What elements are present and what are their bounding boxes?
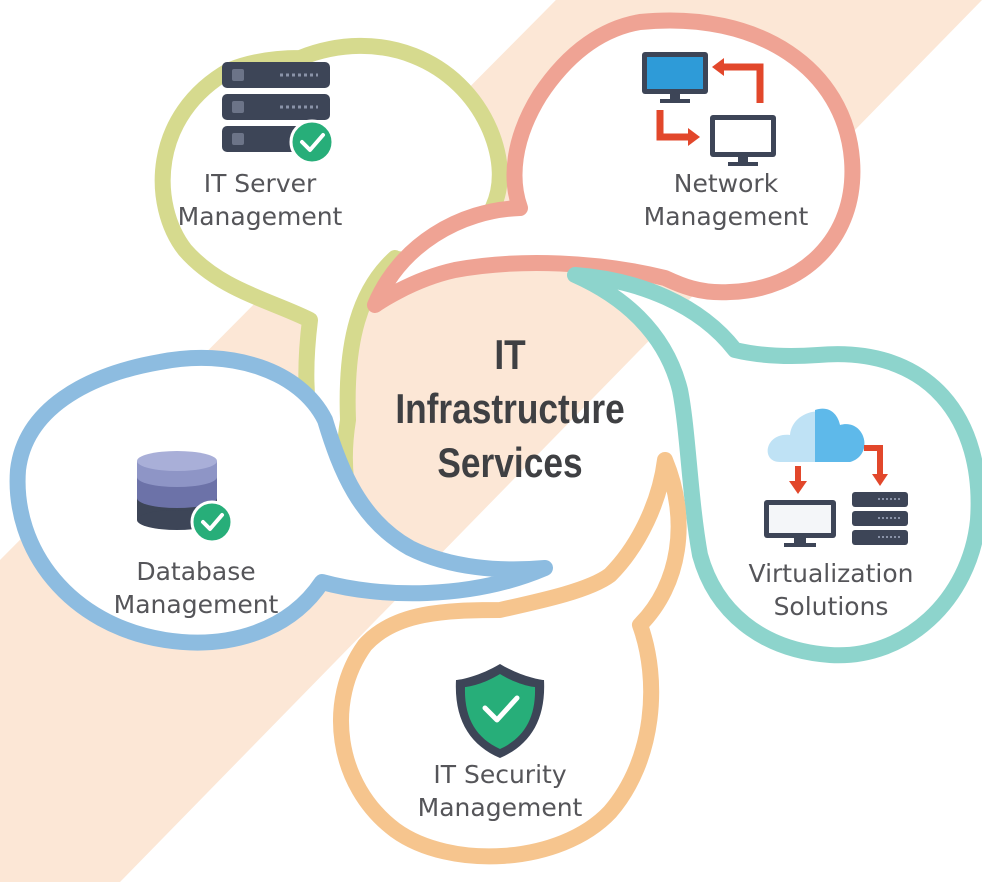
node-virtualization-solutions [567, 267, 982, 664]
label-virtualization-solutions: Virtualization Solutions [728, 557, 934, 623]
label-it-server-management-line-1: IT Server [203, 169, 317, 198]
label-it-security-management-line-1: IT Security [433, 760, 567, 789]
node-database-management [9, 349, 553, 651]
label-it-server-management-line-2: Management [177, 202, 343, 231]
label-network-management-line-2: Management [643, 202, 809, 231]
label-network-management-line-1: Network [673, 169, 779, 198]
label-network-management: Network Management [626, 167, 826, 233]
bubble-network-management [367, 12, 861, 313]
label-database-management-line-2: Management [113, 590, 279, 619]
node-network-management [367, 12, 861, 313]
center-title-line-2: Infrastructure [395, 385, 625, 432]
center-title-line-1: IT [494, 331, 526, 378]
bubble-it-security-management [333, 452, 687, 865]
database-check-icon [137, 451, 234, 544]
network-monitors-icon [642, 52, 776, 166]
label-it-server-management: IT Server Management [160, 167, 360, 233]
center-title-line-3: Services [437, 439, 583, 486]
shield-check-icon [455, 664, 545, 758]
label-database-management: Database Management [96, 555, 296, 621]
label-virtualization-solutions-line-1: Virtualization [748, 559, 914, 588]
label-virtualization-solutions-line-2: Solutions [773, 592, 889, 621]
label-it-security-management-line-2: Management [417, 793, 583, 822]
cloud-monitor-server-icon [764, 408, 908, 547]
bubble-virtualization-solutions [567, 267, 982, 664]
bubble-database-management [9, 349, 553, 651]
label-database-management-line-1: Database [136, 557, 256, 586]
center-title: IT Infrastructure Services [359, 328, 661, 490]
label-it-security-management: IT Security Management [400, 758, 600, 824]
node-it-security-management [333, 452, 687, 865]
server-rack-check-icon [222, 62, 335, 165]
